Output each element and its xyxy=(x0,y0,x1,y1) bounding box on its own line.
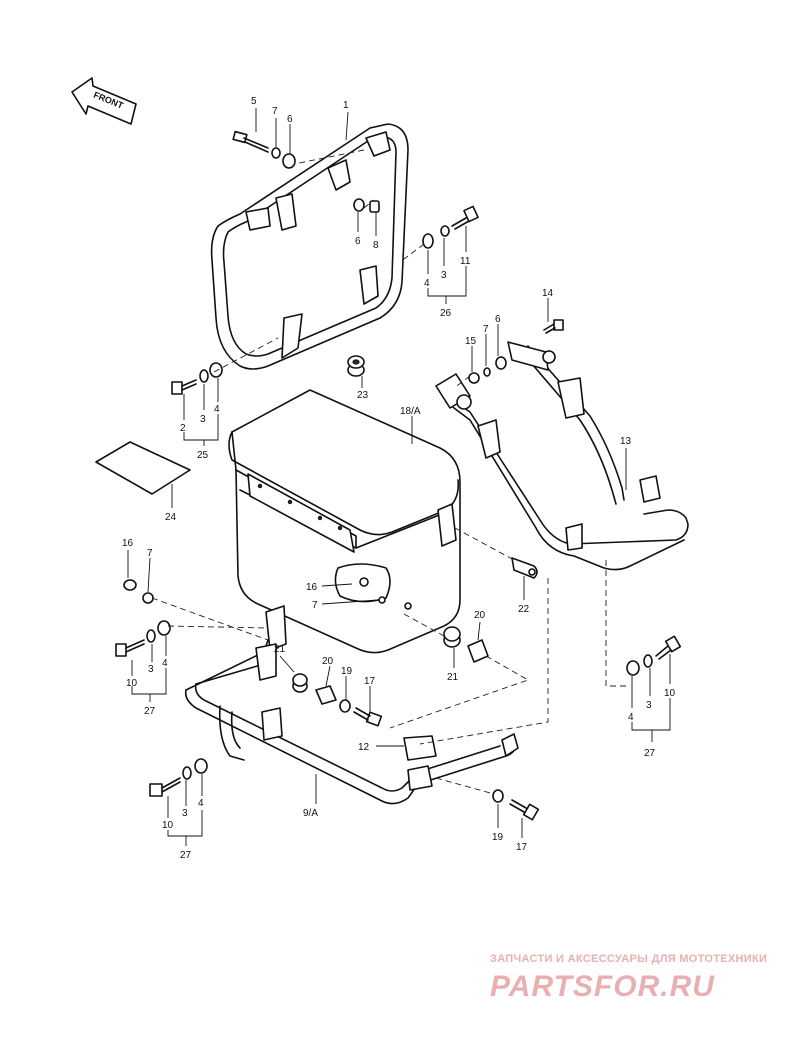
side-case-18A xyxy=(228,389,461,654)
bracket-22 xyxy=(511,557,538,579)
collar-20b xyxy=(467,639,489,663)
callout-4: 4 xyxy=(162,658,168,669)
callout-10: 10 xyxy=(126,678,138,689)
callout-14: 14 xyxy=(542,288,554,299)
callout-4: 4 xyxy=(424,278,430,289)
washer-3b xyxy=(199,369,209,383)
callout-21: 21 xyxy=(447,672,459,683)
bolt-10b xyxy=(149,777,181,797)
washer-19b xyxy=(492,789,504,803)
callout-27: 27 xyxy=(644,748,656,759)
callout-20: 20 xyxy=(322,656,334,667)
grommet-21a xyxy=(292,673,308,693)
callout-19: 19 xyxy=(341,666,353,677)
washer-6a xyxy=(282,153,296,169)
callout-3: 3 xyxy=(182,808,188,819)
bolt-17b xyxy=(509,799,540,821)
callout-25: 25 xyxy=(197,450,209,461)
callout-7: 7 xyxy=(483,324,489,335)
bolt-5 xyxy=(232,130,269,153)
side-case-frame-upper xyxy=(210,123,409,370)
washer-6b xyxy=(353,198,365,212)
bolt-14 xyxy=(543,319,564,334)
callout-6: 6 xyxy=(495,314,501,325)
callouts: 5 7 6 1 6 8 4 3 11 26 2 3 4 25 23 18/A 2… xyxy=(122,96,676,861)
callout-26: 26 xyxy=(440,308,452,319)
watermark-logo: PARTSFOR.RU xyxy=(490,970,715,1003)
callout-6: 6 xyxy=(287,114,293,125)
callout-5: 5 xyxy=(251,96,257,107)
callout-8: 8 xyxy=(373,240,379,251)
callout-11: 11 xyxy=(460,256,471,267)
callout-27: 27 xyxy=(144,706,156,717)
watermark: ЗАПЧАСТИ И АКСЕССУАРЫ ДЛЯ МОТОТЕХНИКИ PA… xyxy=(490,953,767,1003)
callout-7: 7 xyxy=(312,600,318,611)
washer-4c xyxy=(157,620,171,636)
bolt-17a xyxy=(353,707,383,727)
washer-19a xyxy=(339,699,351,713)
callout-7: 7 xyxy=(272,106,278,117)
nut-16a xyxy=(123,579,137,591)
washer-3e xyxy=(643,654,653,668)
callout-15: 15 xyxy=(465,336,477,347)
washer-7a xyxy=(271,147,281,159)
callout-3: 3 xyxy=(148,664,154,675)
callout-4: 4 xyxy=(198,798,204,809)
grommet-21b xyxy=(443,626,461,648)
washer-4d xyxy=(194,758,208,774)
callout-22: 22 xyxy=(518,604,530,615)
grommet-23 xyxy=(347,355,365,377)
bolt-2 xyxy=(171,379,197,395)
callout-1: 1 xyxy=(343,100,349,111)
callout-19: 19 xyxy=(492,832,504,843)
callout-9A: 9/A xyxy=(303,808,318,819)
plate-24 xyxy=(95,441,191,495)
callout-24: 24 xyxy=(165,512,177,523)
callout-17: 17 xyxy=(364,676,376,687)
nut-15 xyxy=(468,372,480,384)
callout-27: 27 xyxy=(180,850,192,861)
washer-4e xyxy=(626,660,640,676)
callout-16: 16 xyxy=(122,538,134,549)
washer-3c xyxy=(146,629,156,643)
leader-lines xyxy=(127,108,671,846)
callout-23: 23 xyxy=(357,390,369,401)
callout-18A: 18/A xyxy=(400,406,421,417)
callout-3: 3 xyxy=(441,270,447,281)
callout-2: 2 xyxy=(180,423,186,434)
callout-20: 20 xyxy=(474,610,486,621)
callout-4: 4 xyxy=(628,712,634,723)
washer-7b xyxy=(483,367,491,377)
callout-7: 7 xyxy=(147,548,153,559)
bolt-10a xyxy=(115,639,145,657)
callout-17: 17 xyxy=(516,842,528,853)
bolt-11 xyxy=(451,205,479,230)
callout-13: 13 xyxy=(620,436,632,447)
callout-21: 21 xyxy=(274,644,286,655)
callout-12: 12 xyxy=(358,742,370,753)
assembly-lines xyxy=(151,149,628,795)
washer-4b xyxy=(209,362,223,378)
washer-3d xyxy=(182,766,192,780)
nut-8 xyxy=(369,200,380,213)
callout-10: 10 xyxy=(664,688,676,699)
front-direction-arrow-icon: FRONT xyxy=(71,77,137,125)
callout-6: 6 xyxy=(355,236,361,247)
callout-3: 3 xyxy=(646,700,652,711)
side-case-frame-right xyxy=(435,341,689,571)
bolt-10c xyxy=(655,635,682,660)
washer-7c xyxy=(142,592,154,604)
callout-3: 3 xyxy=(200,414,206,425)
callout-10: 10 xyxy=(162,820,174,831)
callout-16: 16 xyxy=(306,582,318,593)
side-case-frame-lower xyxy=(184,605,519,805)
washer-4a xyxy=(422,233,434,249)
collar-20a xyxy=(315,685,337,705)
washer-3a xyxy=(440,225,450,237)
watermark-tagline: ЗАПЧАСТИ И АКСЕССУАРЫ ДЛЯ МОТОТЕХНИКИ xyxy=(490,953,767,965)
washer-6c xyxy=(495,356,507,370)
callout-4: 4 xyxy=(214,404,220,415)
